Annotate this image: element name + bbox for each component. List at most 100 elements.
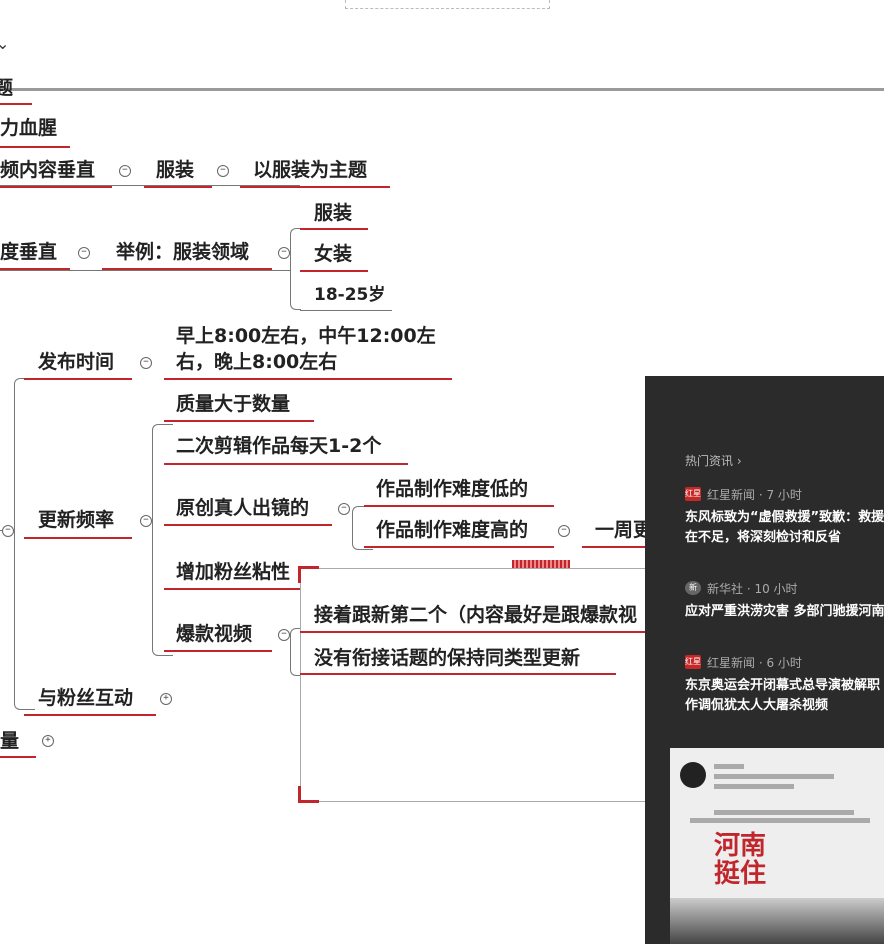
node-publish-time[interactable]: 发布时间 — [38, 351, 115, 373]
node-quality[interactable]: 质量大于数量 — [176, 393, 291, 415]
source-logo-icon: 新 — [685, 581, 701, 595]
card-image — [670, 898, 884, 944]
news-header[interactable]: 热门资讯 › — [685, 454, 742, 468]
connector — [300, 310, 392, 311]
bracket — [290, 628, 301, 676]
connector — [0, 270, 290, 271]
collapse-icon[interactable]: − — [140, 515, 152, 527]
card-headline-2: 挺住 — [714, 859, 767, 889]
underline — [164, 650, 272, 652]
underline — [364, 505, 554, 507]
node-original[interactable]: 原创真人出镜的 — [176, 497, 310, 519]
expand-icon[interactable]: + — [42, 735, 54, 747]
collapse-icon[interactable]: − — [119, 165, 131, 177]
node-viral[interactable]: 爆款视频 — [176, 623, 253, 645]
underline — [164, 524, 332, 526]
node-publish-detail-1[interactable]: 早上8:00左右，中午12:00左 — [176, 325, 436, 347]
frame-marker — [512, 560, 570, 568]
underline — [144, 186, 212, 188]
text-line — [714, 764, 744, 769]
expand-icon[interactable]: + — [160, 693, 172, 705]
node-power[interactable]: 力血腥 — [0, 117, 58, 139]
collapse-icon[interactable]: − — [78, 247, 90, 259]
underline — [164, 420, 314, 422]
node-clothing-1[interactable]: 服装 — [156, 159, 195, 181]
card-headline-1: 河南 — [714, 831, 767, 861]
underline — [300, 631, 645, 633]
underline — [102, 268, 272, 270]
news-title: 应对严重洪涝灾害 多部门驰援河南 — [685, 604, 884, 619]
news-item[interactable]: 新 新华社 · 10 小时 应对严重洪涝灾害 多部门驰援河南 — [685, 580, 884, 622]
node-fan-stick[interactable]: 增加粉丝粘性 — [176, 561, 291, 583]
news-item[interactable]: 红星 红星新闻 · 7 小时 东风标致为“虚假救援”致歉：救援 在不足，将深刻检… — [685, 486, 884, 548]
node-clothing-theme[interactable]: 以服装为主题 — [253, 159, 368, 181]
news-panel: 热门资讯 › 红星 红星新闻 · 7 小时 东风标致为“虚假救援”致歉：救援 在… — [645, 376, 884, 944]
source-logo-icon: 红星 — [685, 655, 701, 669]
collapse-icon[interactable]: − — [2, 525, 14, 537]
bracket — [152, 424, 173, 656]
node-amount[interactable]: 量 — [0, 730, 20, 752]
underline — [24, 378, 132, 380]
node-example[interactable]: 举例：服装领域 — [116, 241, 250, 263]
chevron-icon[interactable]: ⌄ — [0, 34, 10, 53]
node-women[interactable]: 女装 — [314, 243, 353, 265]
news-title: 东京奥运会开闭幕式总导演被解职 — [685, 678, 881, 693]
top-divider — [0, 88, 884, 91]
node-low-diff[interactable]: 作品制作难度低的 — [376, 478, 529, 500]
node-second-edit[interactable]: 二次剪辑作品每天1-2个 — [176, 435, 382, 457]
news-source-label: 红星新闻 · 6 小时 — [707, 655, 802, 670]
underline — [582, 546, 645, 548]
underline — [164, 588, 300, 590]
news-item[interactable]: 红星 红星新闻 · 6 小时 东京奥运会开闭幕式总导演被解职 作调侃犹太人大屠杀… — [685, 654, 884, 716]
news-title: 东风标致为“虚假救援”致歉：救援 — [685, 510, 884, 525]
underline — [0, 186, 112, 188]
underline — [164, 378, 452, 380]
news-source: 红星 红星新闻 · 7 小时 — [685, 486, 884, 502]
text-line — [714, 774, 834, 779]
node-age[interactable]: 18-25岁 — [314, 285, 386, 305]
underline — [0, 268, 70, 270]
node-high-diff[interactable]: 作品制作难度高的 — [376, 519, 529, 541]
news-source-label: 新华社 · 10 小时 — [707, 581, 798, 596]
frame-corner — [298, 786, 319, 803]
node-clothing-2[interactable]: 服装 — [314, 202, 353, 224]
underline — [0, 146, 70, 148]
source-logo-icon: 红星 — [685, 487, 701, 501]
news-source: 红星 红星新闻 · 6 小时 — [685, 654, 884, 670]
underline — [300, 673, 616, 675]
collapse-icon[interactable]: − — [278, 629, 290, 641]
news-source-label: 红星新闻 · 7 小时 — [707, 487, 802, 502]
news-card[interactable]: 河南 挺住 — [670, 748, 884, 944]
node-no-topic[interactable]: 没有衔接话题的保持同类型更新 — [314, 647, 581, 669]
collapse-icon[interactable]: − — [338, 503, 350, 515]
underline — [240, 186, 390, 188]
underline — [0, 103, 32, 105]
news-title: 在不足，将深刻检讨和反省 — [685, 530, 842, 545]
node-update-freq[interactable]: 更新频率 — [38, 509, 115, 531]
connector — [0, 185, 300, 186]
underline — [164, 463, 408, 465]
underline — [300, 270, 368, 272]
avatar — [680, 762, 706, 788]
collapse-icon[interactable]: − — [278, 247, 290, 259]
node-video-vertical[interactable]: 频内容垂直 — [0, 159, 96, 181]
collapse-icon[interactable]: − — [558, 525, 570, 537]
collapse-icon[interactable]: − — [217, 165, 229, 177]
node-degree-vertical[interactable]: 度垂直 — [0, 241, 58, 263]
node-weekly[interactable]: 一周更 — [595, 519, 653, 541]
underline — [364, 546, 554, 548]
text-line — [690, 818, 870, 823]
node-interact[interactable]: 与粉丝互动 — [38, 687, 134, 709]
bracket — [14, 378, 35, 710]
underline — [24, 537, 132, 539]
news-source: 新 新华社 · 10 小时 — [685, 580, 884, 596]
bracket — [290, 228, 301, 310]
tab-stub[interactable] — [345, 0, 550, 9]
text-line — [714, 784, 794, 789]
node-ti[interactable]: 题 — [0, 77, 14, 99]
node-publish-detail-2[interactable]: 右，晚上8:00左右 — [176, 351, 338, 373]
underline — [0, 756, 36, 758]
node-follow[interactable]: 接着跟新第二个（内容最好是跟爆款视 — [314, 604, 638, 626]
bracket — [352, 506, 373, 550]
collapse-icon[interactable]: − — [140, 357, 152, 369]
